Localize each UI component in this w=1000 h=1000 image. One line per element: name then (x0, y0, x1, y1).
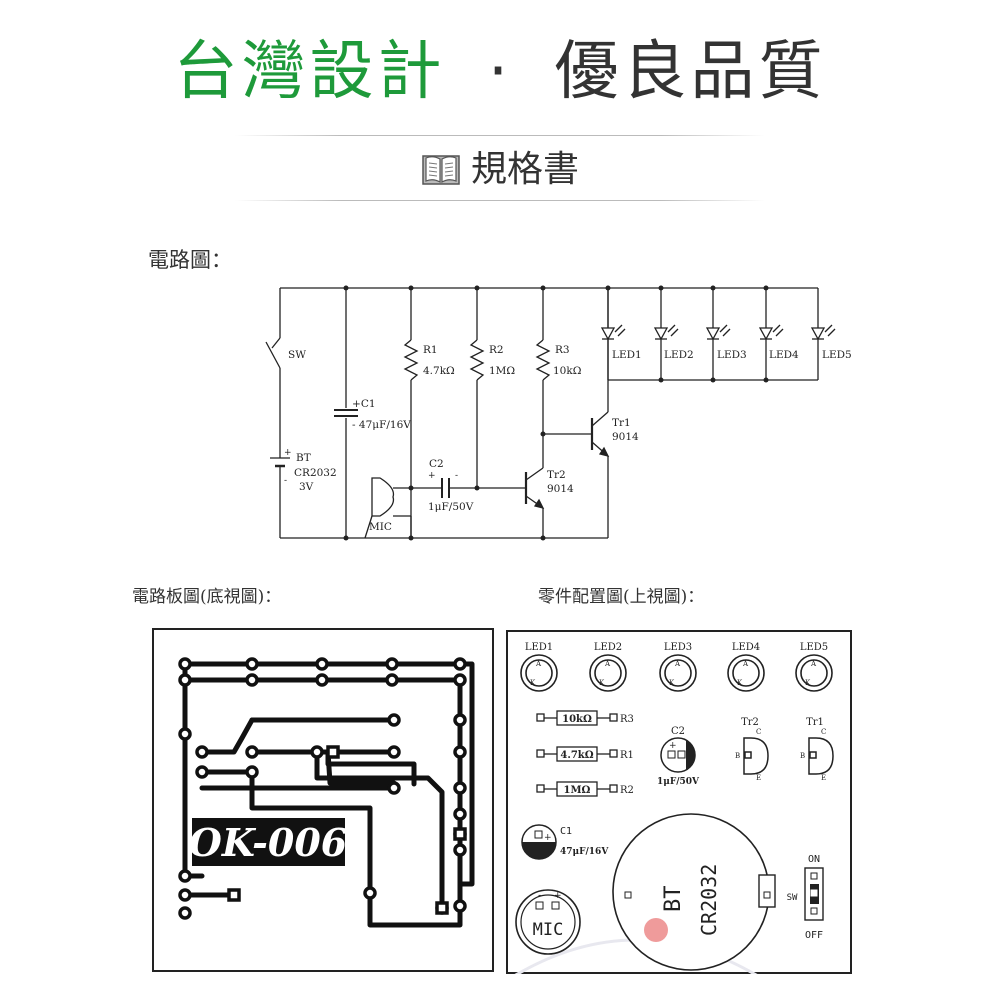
svg-text:A: A (604, 660, 611, 668)
layout-r2-value: 1MΩ (564, 785, 591, 796)
r3-value: 10kΩ (553, 365, 582, 377)
c1-label: C1 (361, 398, 376, 410)
svg-text:C: C (756, 728, 761, 736)
svg-text:+C1: +C1 (352, 398, 376, 410)
bt-model: CR2032 (294, 467, 337, 479)
led4-label: LED4 (769, 349, 799, 361)
layout-r3-value: 10kΩ (562, 714, 592, 725)
led2-label: LED2 (664, 349, 694, 361)
layout-bt: BT (661, 886, 686, 913)
r2-label: R2 (489, 344, 504, 356)
title-dot: · (487, 35, 513, 109)
bt-label: BT (296, 452, 311, 464)
circuit-label: 電路圖： (148, 248, 232, 272)
svg-text:+: + (669, 741, 677, 751)
svg-text:K: K (530, 679, 536, 687)
layout-r2: R2 (620, 785, 634, 796)
title-green: 台灣設計 (173, 35, 446, 109)
svg-text:B: B (800, 752, 805, 760)
svg-text:A: A (810, 660, 817, 668)
layout-sw-on: ON (808, 854, 820, 865)
sw-label: SW (288, 349, 306, 361)
svg-text:E: E (756, 774, 761, 782)
led1-label: LED1 (612, 349, 642, 361)
pcb-bottom-view: OK-006 (152, 628, 494, 972)
spec-title: 規格書 (470, 149, 579, 190)
book-icon (422, 155, 460, 185)
svg-text:+: + (428, 471, 436, 481)
svg-text:C: C (821, 728, 826, 736)
pcb-label: 電路板圖(底視圖)： (132, 587, 282, 607)
layout-led1: LED1 (525, 642, 553, 653)
layout-led4: LED4 (732, 642, 760, 653)
top-divider (235, 135, 765, 136)
led3-label: LED3 (717, 349, 747, 361)
page-title: 台灣設計 · 優良品質 (0, 36, 1000, 108)
r3-label: R3 (555, 344, 570, 356)
bottom-divider (235, 200, 765, 201)
layout-r1: R1 (620, 750, 634, 761)
layout-led2: LED2 (594, 642, 622, 653)
layout-c1: C1 (560, 826, 572, 837)
layout-c1-value: 47μF/16V (560, 847, 609, 857)
svg-text:A: A (674, 660, 681, 668)
c2-value: 1μF/50V (428, 501, 474, 513)
r1-value: 4.7kΩ (423, 365, 455, 377)
svg-text:K: K (669, 679, 675, 687)
led5-label: LED5 (822, 349, 852, 361)
tr2-model: 9014 (547, 483, 574, 495)
layout-led3: LED3 (664, 642, 692, 653)
svg-text:E: E (821, 774, 826, 782)
svg-text:- 47μF/16V: - 47μF/16V (352, 419, 411, 431)
layout-led5: LED5 (800, 642, 828, 653)
layout-r3: R3 (620, 714, 634, 725)
title-dark: 優良品質 (554, 35, 827, 109)
svg-text:A: A (742, 660, 749, 668)
layout-tr1: Tr1 (806, 717, 824, 728)
svg-text:-: - (455, 471, 458, 481)
svg-text:+: + (284, 448, 292, 458)
layout-mic: MIC (533, 920, 564, 940)
tr1-label: Tr1 (612, 417, 631, 429)
svg-text:B: B (735, 752, 740, 760)
svg-text:+: + (544, 833, 552, 843)
svg-text:-: - (538, 891, 541, 901)
svg-text:K: K (805, 679, 811, 687)
layout-bt-model: CR2032 (697, 864, 721, 936)
svg-text:A: A (535, 660, 542, 668)
pcb-logo: OK-006 (189, 820, 347, 865)
layout-r1-value: 4.7kΩ (560, 750, 593, 761)
c1-value: 47μF/16V (359, 419, 411, 431)
svg-text:+: + (554, 891, 562, 901)
c2-label: C2 (429, 458, 444, 470)
layout-tr2: Tr2 (741, 717, 759, 728)
layout-sw-off: OFF (805, 930, 823, 941)
r1-label: R1 (423, 344, 438, 356)
bt-volt: 3V (299, 481, 314, 493)
layout-label: 零件配置圖(上視圖)： (538, 587, 705, 607)
layout-sw: SW (787, 893, 798, 903)
svg-text:K: K (737, 679, 743, 687)
layout-c2: C2 (671, 726, 685, 737)
svg-text:K: K (599, 679, 605, 687)
component-layout-view: LED1 LED2 LED3 LED4 LED5 AK AK AK AK AK … (506, 630, 852, 974)
r2-value: 1MΩ (489, 365, 515, 377)
svg-text:-: - (284, 476, 287, 486)
tr1-model: 9014 (612, 431, 639, 443)
spec-heading: 規格書 (0, 146, 1000, 194)
layout-c2-value: 1μF/50V (657, 777, 700, 787)
mic-label: MIC (369, 521, 392, 533)
tr2-label: Tr2 (547, 469, 566, 481)
